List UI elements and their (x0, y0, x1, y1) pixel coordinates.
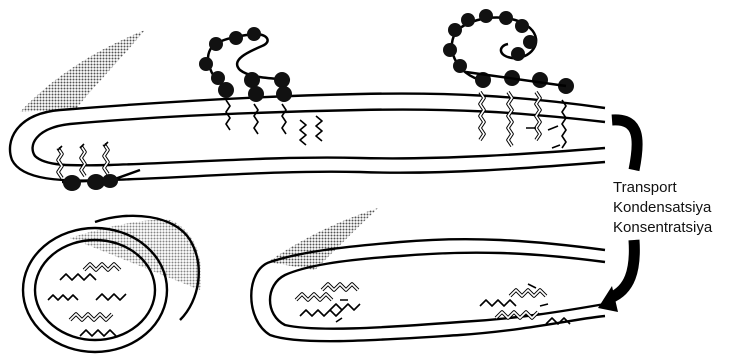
upper-tube-outer-wall (10, 94, 605, 181)
label-concentration: Konsentratsiya (613, 218, 741, 238)
protein-loop-right (443, 9, 574, 148)
process-labels: Transport Kondensatsiya Konsentratsiya (613, 178, 741, 238)
upper-tube-shaded-flap (20, 30, 145, 112)
cross-section-cylinder (23, 216, 201, 352)
lipid-group-bottom-left (58, 142, 140, 191)
lower-tube-shaded-flap (268, 208, 378, 270)
lower-tube (251, 208, 605, 341)
protein-chain-middle (199, 27, 322, 145)
label-condensation: Kondensatsiya (613, 198, 741, 218)
label-transport: Transport (613, 178, 741, 198)
